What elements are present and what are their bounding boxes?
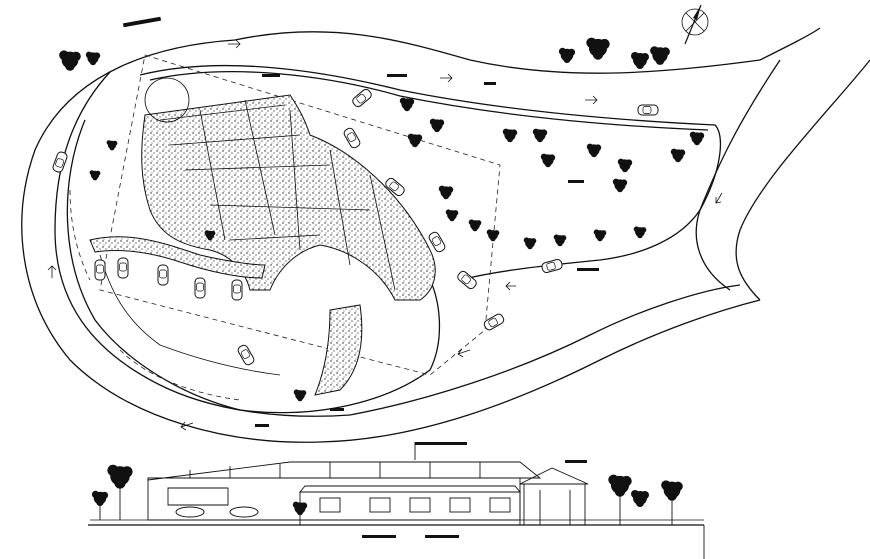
walkway [89,236,363,396]
front-elevation [88,442,705,559]
direction-arrows [47,39,723,431]
inner-drive [66,64,722,414]
shrub-ring [69,77,241,401]
north-arrow-icon [681,4,709,45]
building-roof-plan [141,94,436,301]
outer-road [21,27,870,443]
site-boundary [99,54,501,376]
label-markers [122,16,599,427]
